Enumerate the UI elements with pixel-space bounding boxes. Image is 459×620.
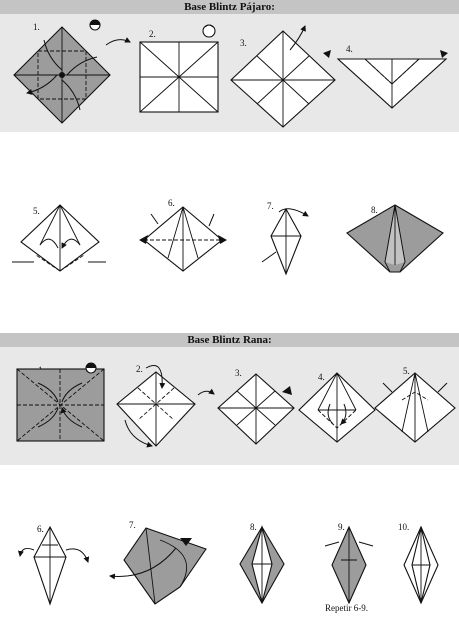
step-number: 7. bbox=[267, 201, 274, 211]
bird-step-5: 5. bbox=[12, 204, 106, 272]
bird-step-6: 6. bbox=[139, 198, 227, 272]
step-number: 4. bbox=[346, 44, 353, 54]
step-number: 7. bbox=[129, 520, 136, 530]
repeat-note: Repetir 6-9. bbox=[325, 603, 368, 613]
fold-to-center-arrows bbox=[37, 382, 83, 428]
creases bbox=[218, 374, 294, 444]
mountain-fold-icon bbox=[180, 538, 192, 546]
step-number: 10. bbox=[398, 522, 409, 532]
step-number: 1. bbox=[33, 22, 40, 32]
turn-over-arrow bbox=[197, 388, 215, 396]
flap-arrow-right bbox=[65, 548, 90, 563]
frog-body-folding bbox=[123, 527, 207, 605]
creases bbox=[34, 527, 66, 604]
step-number: 3. bbox=[240, 38, 247, 48]
center-point bbox=[59, 72, 65, 78]
fold-arrow bbox=[109, 547, 177, 580]
frog-step-1: 1. bbox=[16, 362, 105, 442]
frog-step-7: 7. bbox=[109, 520, 207, 605]
frog-step-10: 10. bbox=[398, 522, 439, 605]
petal-fold-line bbox=[401, 391, 429, 401]
bird-step-2: 2. bbox=[139, 24, 219, 113]
blintz-fold-lines bbox=[37, 50, 87, 100]
creases bbox=[401, 372, 429, 442]
fold-arrows bbox=[39, 238, 81, 248]
step-number: 5. bbox=[403, 366, 410, 376]
bird-step-1: 1. bbox=[13, 19, 111, 124]
cut-marks bbox=[382, 382, 448, 393]
cut-mark bbox=[261, 251, 277, 263]
step-number: 8. bbox=[250, 522, 257, 532]
frog-step-2: 2. bbox=[116, 364, 196, 448]
creases bbox=[39, 204, 81, 271]
push-arrow-right bbox=[440, 50, 448, 58]
step-number: 2. bbox=[149, 29, 156, 39]
turn-over-icon bbox=[85, 362, 97, 374]
frog-step-8: 8. bbox=[239, 522, 285, 605]
bird-step-4: 4. bbox=[323, 44, 448, 109]
creases bbox=[317, 372, 357, 442]
step-number: 2. bbox=[136, 364, 143, 374]
creases bbox=[145, 527, 188, 605]
creases bbox=[271, 209, 301, 274]
turn-over-icon bbox=[89, 19, 101, 31]
cut-marks bbox=[150, 213, 215, 227]
frog-step-4: 4. bbox=[298, 372, 376, 443]
rotate-icon bbox=[202, 24, 216, 38]
step-number: 6. bbox=[37, 524, 44, 534]
bird-step-3: 3. bbox=[230, 25, 336, 128]
frog-base-title: Base Blintz Rana: bbox=[0, 333, 459, 347]
frog-step-6: 6. bbox=[17, 524, 90, 606]
creases bbox=[252, 527, 272, 603]
fold-to-center-arrows bbox=[27, 39, 98, 111]
fold-arrows bbox=[327, 403, 346, 424]
bird-step-7: 7. bbox=[261, 201, 309, 276]
kite-fold-lines bbox=[35, 254, 85, 272]
step-number: 3. bbox=[235, 368, 242, 378]
fold-arrow bbox=[145, 365, 166, 389]
diagonal-valleys bbox=[137, 387, 175, 421]
frog-step-9: 9. Repetir 6-9. bbox=[324, 522, 374, 613]
bird-step-8: 8. bbox=[346, 204, 444, 273]
turn-over-arrow bbox=[105, 37, 131, 46]
creases bbox=[167, 206, 199, 271]
creases bbox=[139, 41, 219, 113]
squash-fold-lines bbox=[363, 58, 421, 85]
frog-step-3: 3. bbox=[217, 368, 295, 445]
step-number: 5. bbox=[33, 206, 40, 216]
fold-arrow bbox=[289, 25, 306, 51]
creases bbox=[341, 527, 357, 603]
step-number: 6. bbox=[168, 198, 175, 208]
turn-arrow bbox=[278, 208, 309, 217]
fold-arrow-bottom bbox=[124, 419, 153, 448]
step-number: 9. bbox=[338, 522, 345, 532]
frog-step-5: 5. bbox=[374, 366, 456, 443]
push-arrow bbox=[282, 386, 292, 395]
bird-base-title: Base Blintz Pájaro: bbox=[0, 0, 459, 14]
step-number: 8. bbox=[371, 205, 378, 215]
flap-arrow-left bbox=[17, 548, 35, 557]
step-number: 4. bbox=[318, 372, 325, 382]
push-arrow-left bbox=[323, 50, 331, 58]
creases bbox=[412, 527, 430, 603]
cut-marks bbox=[324, 541, 374, 547]
